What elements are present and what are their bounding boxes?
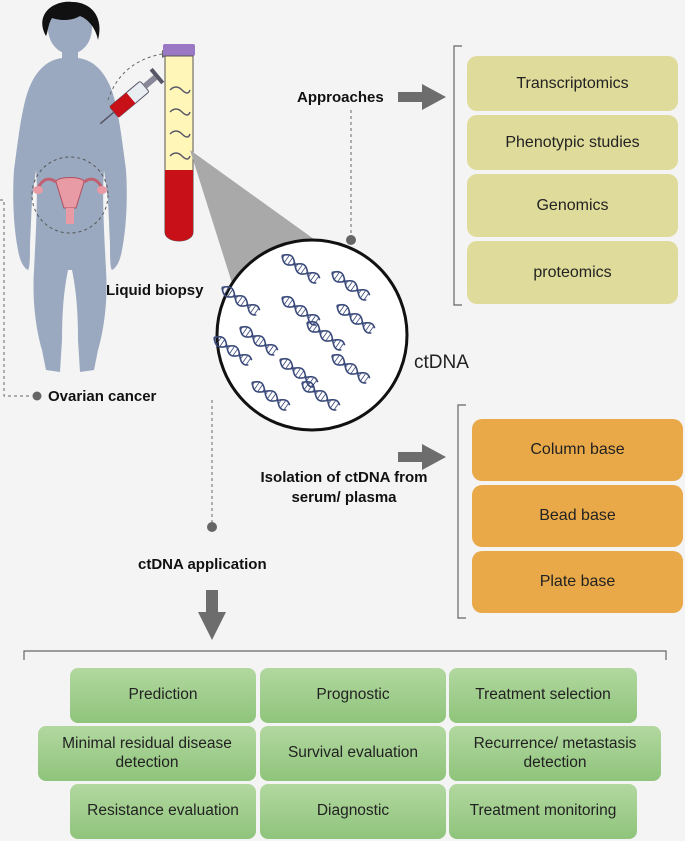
syringe-icon [99, 67, 165, 125]
approach-box-proteomics: proteomics [467, 241, 678, 304]
dna-helix-icon [221, 285, 261, 316]
blood-tube-icon [163, 44, 195, 242]
isolation-label: Isolation of ctDNA from serum/ plasma [260, 469, 428, 506]
dna-helix-icon [281, 253, 321, 284]
ctdna-label: ctDNA [414, 352, 469, 373]
dna-helix-icon [239, 325, 279, 356]
application-box-treatment-monitoring: Treatment monitoring [449, 784, 637, 839]
application-box-diagnostic: Diagnostic [260, 784, 446, 839]
application-box-prognostic: Prognostic [260, 668, 446, 723]
liquid-biopsy-label: Liquid biopsy [106, 282, 204, 299]
dna-helix-icon [213, 335, 253, 366]
dna-helix-icon [306, 320, 346, 351]
dna-helix-icon [336, 303, 376, 334]
application-box-resistance: Resistance evaluation [70, 784, 256, 839]
dna-helix-icon [331, 270, 371, 301]
dna-helix-icon [251, 380, 291, 411]
approach-box-transcriptomics: Transcriptomics [467, 56, 678, 111]
application-label: ctDNA application [138, 556, 267, 573]
application-box-treatment-selection: Treatment selection [449, 668, 637, 723]
dna-helix-icon [301, 380, 341, 411]
isolation-box-bead: Bead base [472, 485, 683, 547]
uterus-icon [31, 156, 109, 234]
arrow-icon [398, 84, 446, 110]
isolation-box-column: Column base [472, 419, 683, 481]
application-box-mrd-detection: Minimal residual disease detection [38, 726, 256, 781]
arrow-icon [198, 590, 226, 640]
approach-box-phenotypic: Phenotypic studies [467, 115, 678, 170]
approach-box-genomics: Genomics [467, 174, 678, 237]
dna-helix-icon [213, 253, 376, 411]
application-box-survival: Survival evaluation [260, 726, 446, 781]
application-box-recurrence: Recurrence/ metastasis detection [449, 726, 661, 781]
ovarian-cancer-label: Ovarian cancer [48, 388, 157, 405]
dna-helix-icon [331, 353, 371, 384]
ctdna-circle [215, 238, 409, 432]
dna-helix-icon [279, 357, 319, 388]
approaches-label: Approaches [297, 89, 384, 106]
isolation-box-plate: Plate base [472, 551, 683, 613]
application-box-prediction: Prediction [70, 668, 256, 723]
arrow-icon [398, 444, 446, 470]
